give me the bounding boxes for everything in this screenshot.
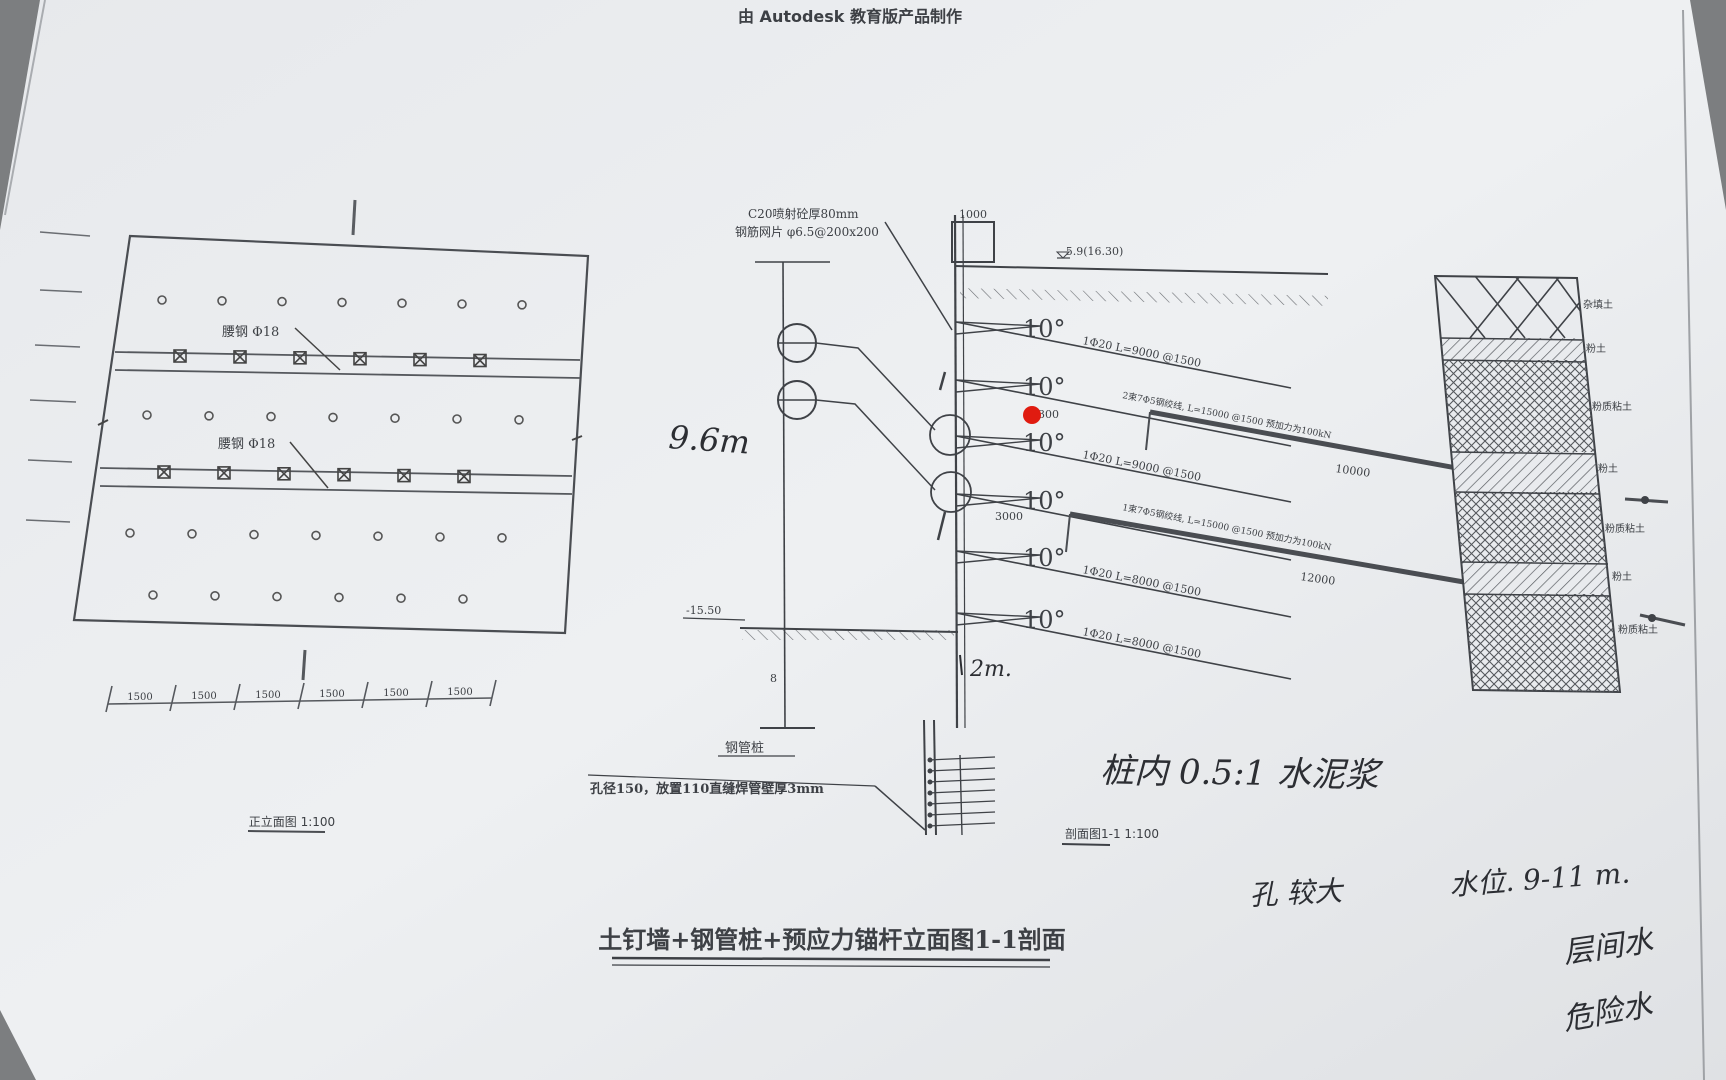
waling-plate xyxy=(293,350,307,365)
nail-angle: 10° xyxy=(1023,373,1066,401)
waling-plate xyxy=(173,349,187,363)
top-width: 1000 xyxy=(959,208,987,221)
waling-plate xyxy=(473,353,487,368)
autodesk-watermark: 由 Autodesk 教育版产品制作 xyxy=(738,7,962,26)
nail-head-dot xyxy=(187,528,197,539)
nail-head-dot xyxy=(148,590,158,600)
nail-head-dot xyxy=(142,410,152,420)
waling-plate xyxy=(413,352,427,367)
nail-head-dot xyxy=(458,594,468,604)
nail-wall xyxy=(953,214,959,729)
soil-layer-label: 粉土 xyxy=(1586,342,1606,355)
nail-head-dot xyxy=(390,413,400,424)
red-marker xyxy=(1023,406,1041,424)
spacing-label: 1500 xyxy=(127,692,152,703)
waling-plate xyxy=(233,350,247,364)
waling-plate xyxy=(277,466,291,481)
nail-head-dot xyxy=(373,531,383,542)
pile-note: 孔径150，放置110直缝焊管壁厚3mm xyxy=(590,781,824,797)
hand-grout: 桩内 0.5:1 水泥浆 xyxy=(1100,751,1384,796)
spacing-label: 1500 xyxy=(319,689,344,700)
main-title: 土钉墙+钢管桩+预应力锚杆立面图1-1剖面 xyxy=(598,925,1066,954)
dim-8: 8 xyxy=(770,672,777,685)
hand-embed: 2m. xyxy=(969,657,1012,682)
hand-hole: 孔 较大 xyxy=(1249,874,1346,912)
handwritten-notes: 9.6m 2m. 桩内 0.5:1 水泥浆 孔 较大 水位. 9-11 m. 层… xyxy=(667,418,1657,1038)
spacing-label: 1500 xyxy=(447,687,472,698)
drawing-title: 土钉墙+钢管桩+预应力锚杆立面图1-1剖面 xyxy=(598,925,1066,968)
crown-beam xyxy=(951,221,995,263)
nail-head-dot xyxy=(334,592,344,603)
nail-head-dot xyxy=(337,297,347,308)
nail-angle: 10° xyxy=(1023,606,1066,634)
dim-300: 300 xyxy=(1038,408,1059,421)
elevation-caption: 正立面图 1:100 xyxy=(249,814,335,829)
waling-label-top: 腰钢 Φ18 xyxy=(222,325,279,340)
ground-surface xyxy=(954,265,1329,275)
waling-plate xyxy=(397,468,411,483)
soil-layer-label: 粉土 xyxy=(1598,462,1618,475)
nail-head-dot xyxy=(397,298,407,309)
section-caption: 剖面图1-1 1:100 xyxy=(1065,827,1159,841)
nail-head-dot xyxy=(328,412,338,423)
waling-plate xyxy=(457,469,471,484)
waling-plate xyxy=(157,465,171,479)
nail-head-dot xyxy=(396,593,406,604)
nail-head-dot xyxy=(204,410,214,421)
anchor-length: 10000 xyxy=(1335,462,1371,480)
spacing-label: 1500 xyxy=(383,688,408,699)
spacing-label: 1500 xyxy=(255,690,280,701)
waling-label-bottom: 腰钢 Φ18 xyxy=(218,437,275,452)
waling-plate xyxy=(337,467,351,482)
mesh-note: 钢筋网片 φ6.5@200x200 xyxy=(735,224,879,239)
anchor-length: 12000 xyxy=(1300,570,1336,588)
ground-level: -5.9(16.30) xyxy=(1062,245,1123,258)
waling-plate xyxy=(353,351,367,366)
nail-angle: 10° xyxy=(1023,544,1066,572)
nail-angle: 10° xyxy=(1023,429,1066,457)
nail-head-dot xyxy=(210,590,220,601)
nail-head-dot xyxy=(517,299,527,310)
nail-head-dot xyxy=(249,529,259,540)
nail-head-dot xyxy=(125,528,135,538)
nail-head-dot xyxy=(311,530,321,541)
nail-head-dot xyxy=(277,296,287,307)
nail-head-dot xyxy=(266,411,276,422)
pipe-pile-label: 钢管桩 xyxy=(725,741,764,756)
nail-head-dot xyxy=(157,295,167,305)
soil-layer-label: 粉质粘土 xyxy=(1618,623,1658,636)
soil-layer-label: 粉质粘土 xyxy=(1592,400,1632,413)
nail-head-dot xyxy=(217,295,227,306)
soil-nail: 10° xyxy=(955,373,1292,447)
nail-head-dot xyxy=(272,591,282,602)
nail-angle: 10° xyxy=(1023,487,1066,515)
nail-head-dot xyxy=(457,299,467,309)
shotcrete-note: C20喷射砼厚80mm xyxy=(748,206,859,221)
dim-3000: 3000 xyxy=(995,510,1023,523)
pile-detail xyxy=(923,719,996,836)
nail-head-dot xyxy=(452,414,462,424)
hand-depth: 9.6m xyxy=(667,418,751,462)
pit-bottom-level: -15.50 xyxy=(686,604,721,617)
waling-plate xyxy=(217,466,231,480)
soil-layer-label: 粉质粘土 xyxy=(1605,522,1645,535)
elevation-view: 腰钢 Φ18 腰钢 Φ18 1500 1500 1500 1500 1500 1500 正… xyxy=(25,199,590,833)
nail-head-dot xyxy=(514,414,524,425)
soil-layer-label: 粉土 xyxy=(1612,570,1632,583)
nail-head-dot xyxy=(435,532,445,542)
elevation-frame xyxy=(72,234,590,635)
spacing-label: 1500 xyxy=(191,691,216,702)
soil-layer-label: 杂填土 xyxy=(1583,298,1613,311)
nail-angle: 10° xyxy=(1023,315,1066,343)
nail-head-dot xyxy=(497,532,507,543)
soil-nail: 10° xyxy=(955,487,1292,561)
